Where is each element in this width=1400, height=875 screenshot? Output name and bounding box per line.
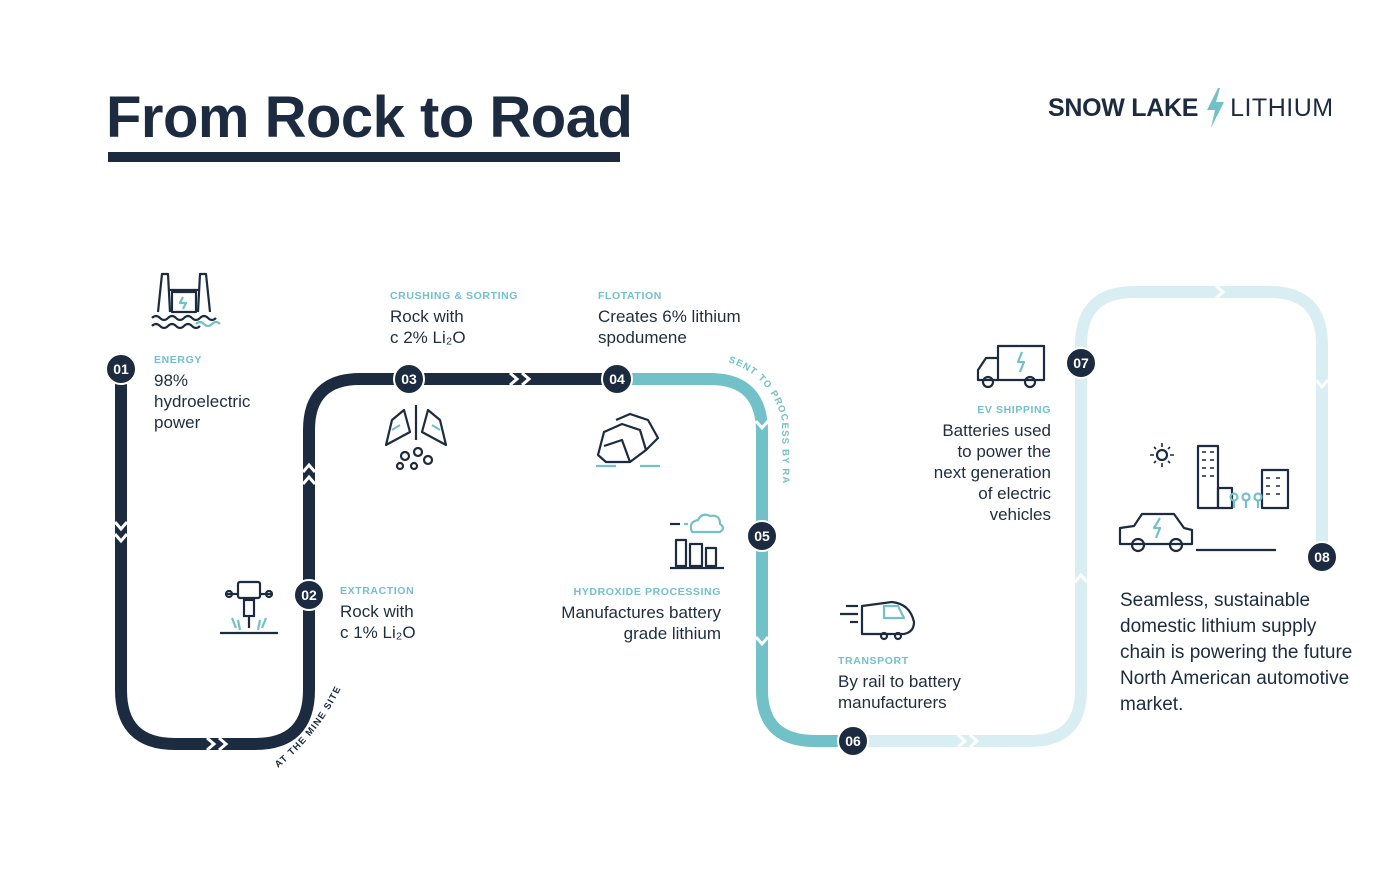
stage-label: CRUSHING & SORTING bbox=[390, 290, 519, 302]
node-number: 04 bbox=[609, 371, 625, 387]
hydro-dam-icon bbox=[151, 272, 221, 330]
rocks-icon bbox=[596, 412, 660, 468]
stage-description: Creates 6% lithium spodumene bbox=[598, 307, 741, 347]
jackhammer-icon bbox=[220, 580, 278, 635]
stage-description: By rail to battery manufacturers bbox=[838, 672, 961, 712]
stage-01-energy: ENERGY 98% hydroelectric power bbox=[154, 354, 250, 433]
stage-02-extraction: EXTRACTION Rock with c 1% Li₂O bbox=[340, 585, 416, 643]
stage-07-ev-shipping: EV SHIPPING Batteries used to power the … bbox=[934, 404, 1051, 525]
node-number: 02 bbox=[301, 587, 317, 603]
stage-label: FLOTATION bbox=[598, 290, 662, 302]
node-04: 04 bbox=[601, 363, 633, 395]
node-02: 02 bbox=[293, 579, 325, 611]
node-08: 08 bbox=[1306, 541, 1338, 573]
stage-05-hydroxide: HYDROXIDE PROCESSING Manufactures batter… bbox=[561, 586, 721, 644]
node-number: 01 bbox=[113, 361, 129, 377]
stage-label: ENERGY bbox=[154, 354, 202, 366]
chevron-arrows bbox=[113, 284, 1330, 752]
stage-label: EXTRACTION bbox=[340, 585, 415, 597]
stage-04-flotation: FLOTATION Creates 6% lithium spodumene bbox=[598, 290, 741, 348]
stage-description: 98% hydroelectric power bbox=[154, 371, 251, 432]
brand-logo: SNOW LAKE LITHIUM bbox=[1048, 88, 1334, 128]
node-05: 05 bbox=[746, 520, 778, 552]
stage-label: TRANSPORT bbox=[838, 655, 909, 667]
node-number: 07 bbox=[1073, 355, 1089, 371]
node-number: 03 bbox=[401, 371, 417, 387]
lightning-bolt-icon bbox=[1207, 88, 1225, 128]
stage-08-summary: Seamless, sustainable domestic lithium s… bbox=[1120, 590, 1353, 715]
train-icon bbox=[840, 600, 916, 641]
path-segment-rail bbox=[617, 373, 853, 747]
city-car-icon bbox=[1118, 443, 1290, 553]
path-segment-distribution bbox=[853, 286, 1328, 747]
node-07: 07 bbox=[1065, 347, 1097, 379]
node-number: 05 bbox=[754, 528, 770, 544]
stage-description: Manufactures battery grade lithium bbox=[561, 603, 721, 643]
node-number: 06 bbox=[845, 733, 861, 749]
path-segment-mine bbox=[115, 363, 623, 750]
stage-06-transport: TRANSPORT By rail to battery manufacture… bbox=[838, 655, 961, 713]
stage-label: EV SHIPPING bbox=[977, 404, 1051, 416]
node-number: 08 bbox=[1314, 549, 1330, 565]
title-underline bbox=[108, 152, 620, 162]
logo-text-snow-lake: SNOW LAKE bbox=[1048, 93, 1199, 122]
logo-text-lithium: LITHIUM bbox=[1230, 93, 1334, 122]
factory-icon bbox=[670, 513, 725, 570]
page-title: From Rock to Road bbox=[106, 85, 633, 150]
stage-description: Batteries used to power the next generat… bbox=[933, 421, 1051, 524]
stage-03-crushing: CRUSHING & SORTING Rock with c 2% Li₂O bbox=[390, 290, 518, 348]
stage-description: Rock with c 2% Li₂O bbox=[390, 307, 466, 347]
ev-truck-icon bbox=[976, 344, 1046, 389]
crusher-icon bbox=[384, 405, 448, 471]
stage-description: Rock with c 1% Li₂O bbox=[340, 602, 416, 642]
node-01: 01 bbox=[105, 353, 137, 385]
stage-label: HYDROXIDE PROCESSING bbox=[573, 586, 721, 598]
node-06: 06 bbox=[837, 725, 869, 757]
node-03: 03 bbox=[393, 363, 425, 395]
